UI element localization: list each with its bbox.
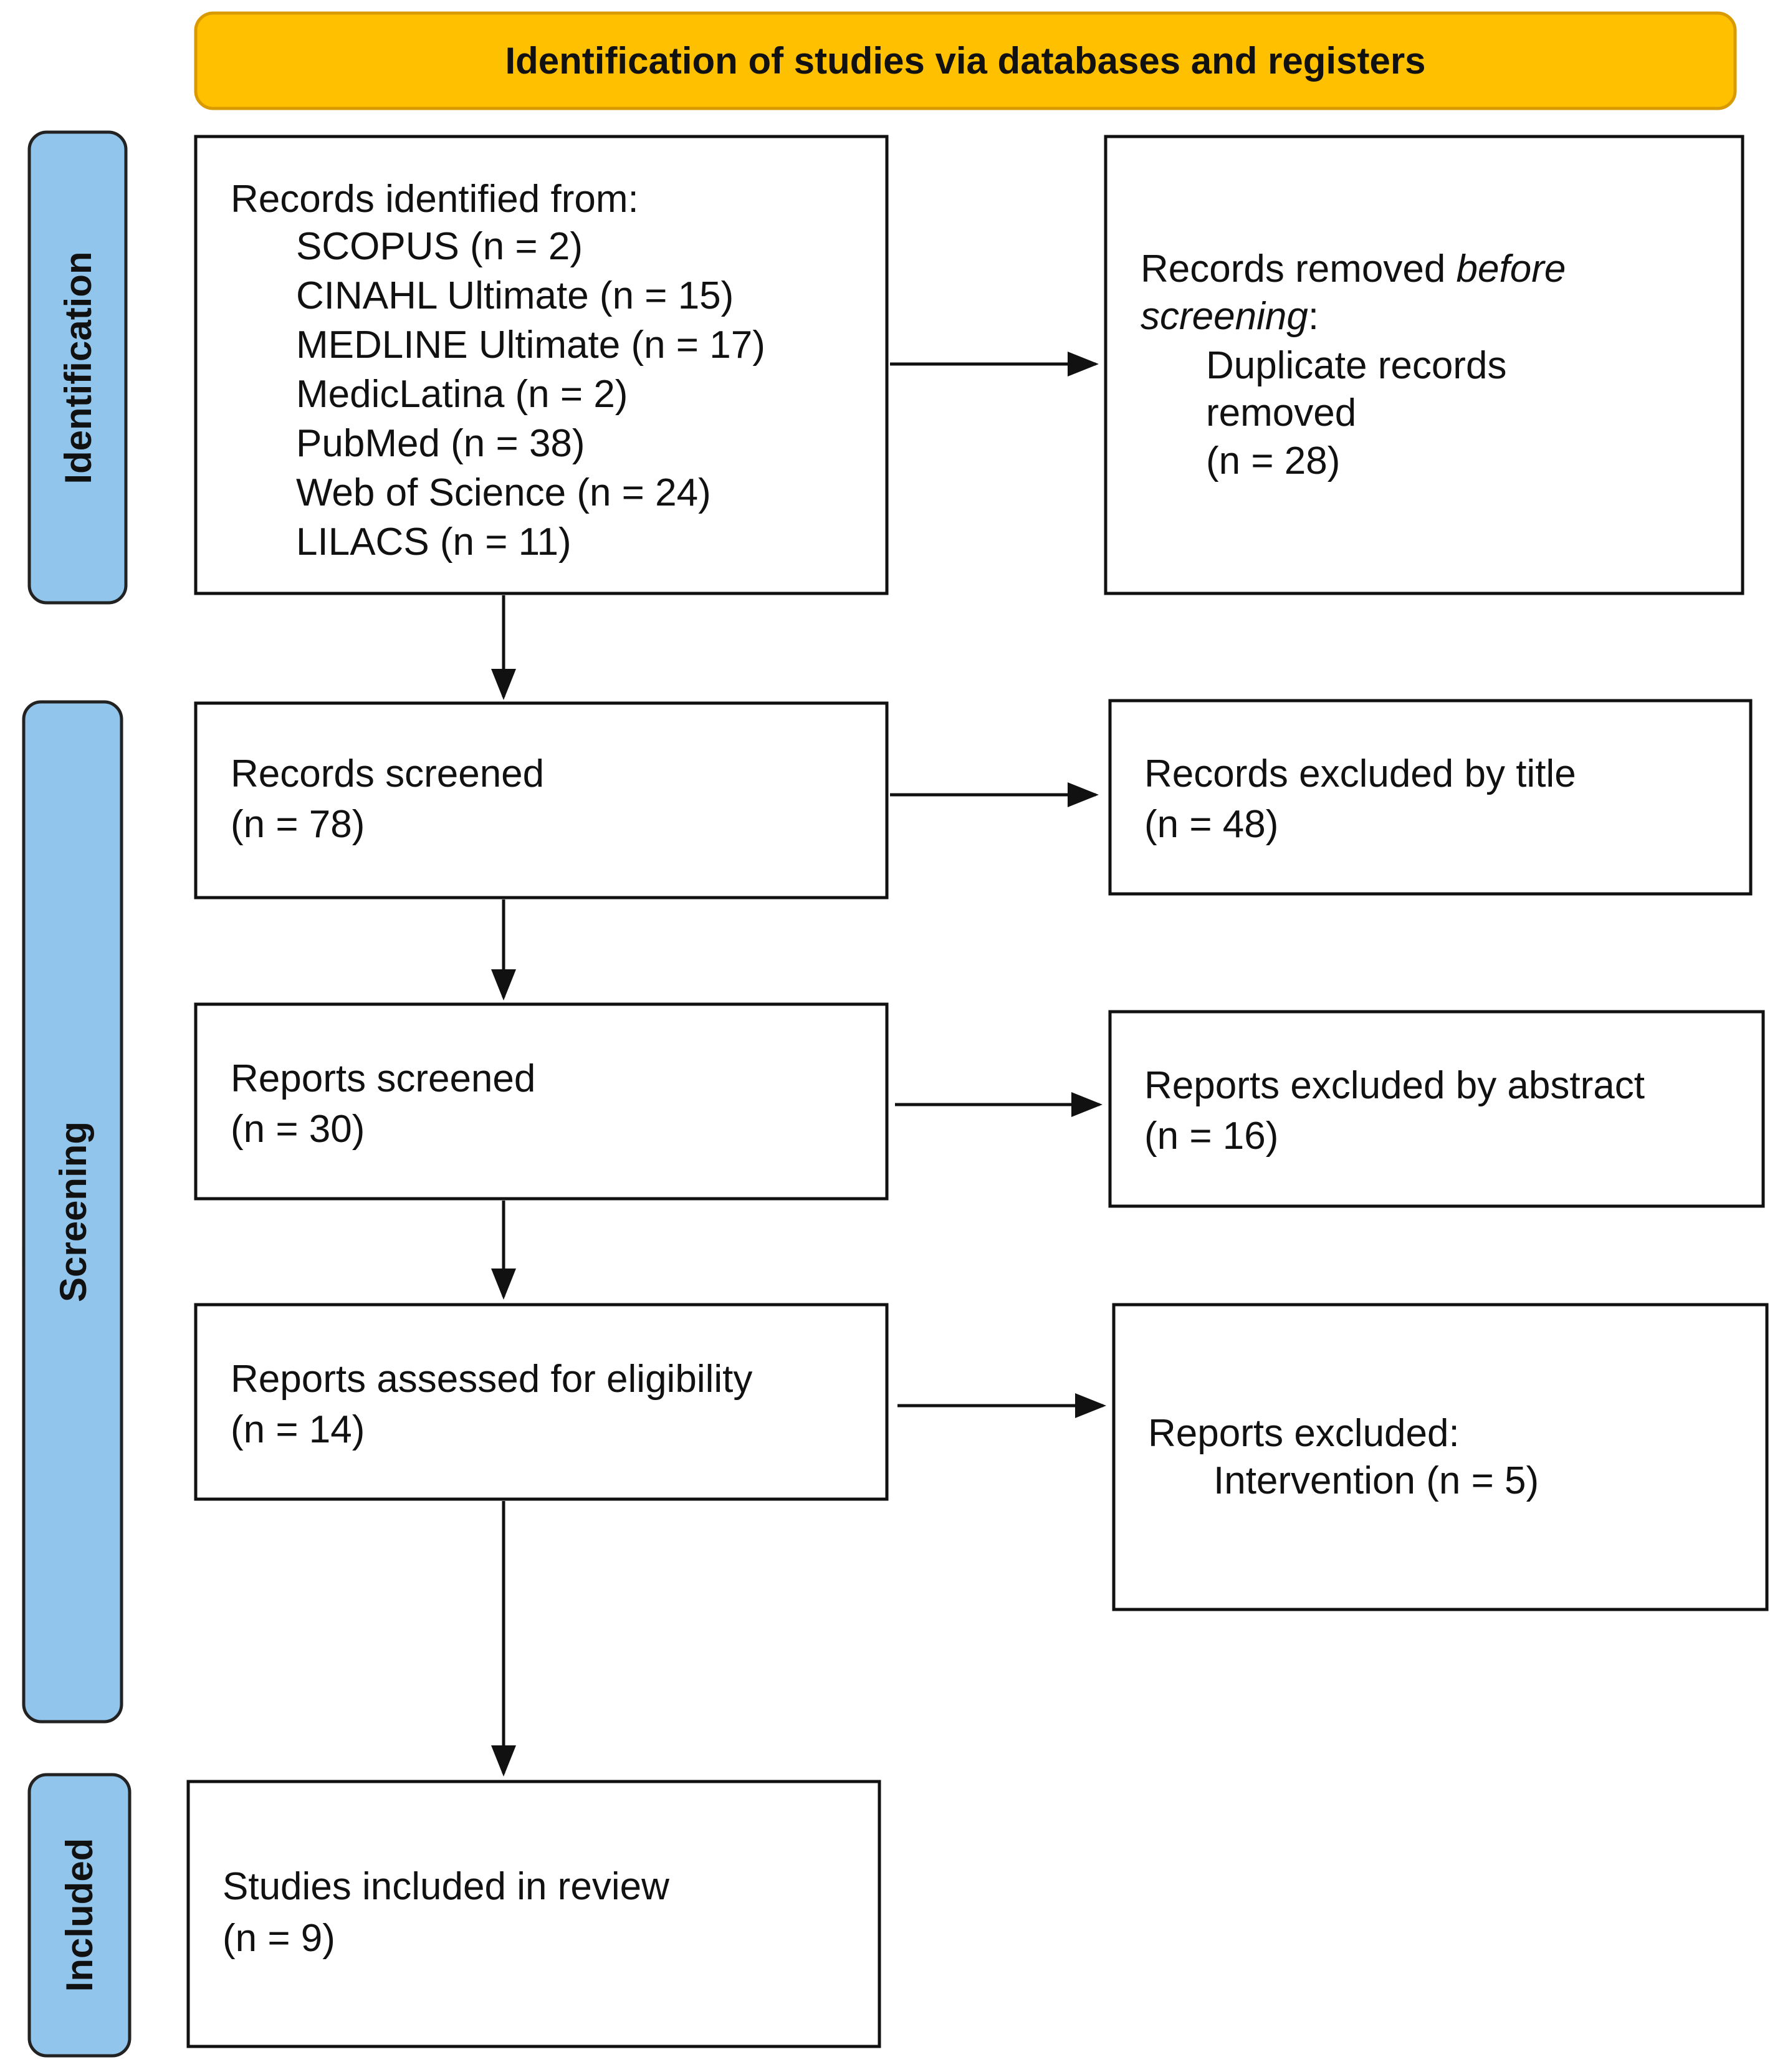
assessed-box: Reports assessed for eligibility (n = 14… xyxy=(194,1303,889,1501)
svg-text:Records screened: Records screened xyxy=(231,752,544,795)
svg-text:Reports assessed for eligibili: Reports assessed for eligibility xyxy=(231,1358,752,1401)
svg-text:(n = 30): (n = 30) xyxy=(231,1108,365,1151)
header-banner: Identification of studies via databases … xyxy=(194,11,1737,110)
svg-text:Intervention (n = 5): Intervention (n = 5) xyxy=(1213,1459,1539,1502)
source-item: LILACS (n = 11) xyxy=(296,520,572,564)
phase-included-label: Included xyxy=(59,1838,100,1992)
excluded-title-box: Records excluded by title (n = 48) xyxy=(1108,699,1753,896)
reports-excluded-box: Reports excluded: Intervention (n = 5) xyxy=(1112,1303,1769,1611)
records-removed-title: Records removed before xyxy=(1141,247,1566,290)
phase-identification: Identification xyxy=(27,130,128,605)
phase-screening-label: Screening xyxy=(52,1121,94,1302)
svg-text:Reports excluded:: Reports excluded: xyxy=(1148,1412,1460,1455)
duplicates-count: (n = 28) xyxy=(1206,439,1340,482)
source-item: MEDLINE Ultimate (n = 17) xyxy=(296,324,765,367)
svg-text:Studies included in review: Studies included in review xyxy=(222,1865,669,1908)
source-item: SCOPUS (n = 2) xyxy=(296,225,583,268)
phase-screening: Screening xyxy=(22,700,123,1724)
svg-text:Reports screened: Reports screened xyxy=(231,1057,535,1100)
included-box: Studies included in review (n = 9) xyxy=(186,1780,881,2048)
records-identified-title: Records identified from: xyxy=(231,178,639,221)
svg-text:screening:: screening: xyxy=(1141,295,1319,338)
records-identified-box: Records identified from: SCOPUS (n = 2) … xyxy=(194,135,889,595)
svg-text:Records excluded by title: Records excluded by title xyxy=(1144,752,1576,795)
svg-text:(n = 14): (n = 14) xyxy=(231,1408,365,1451)
svg-text:removed: removed xyxy=(1206,391,1356,434)
duplicates-label: Duplicate records xyxy=(1206,344,1506,387)
source-item: PubMed (n = 38) xyxy=(296,422,585,465)
source-item: MedicLatina (n = 2) xyxy=(296,373,628,416)
svg-text:(n = 9): (n = 9) xyxy=(222,1917,335,1960)
header-title: Identification of studies via databases … xyxy=(505,40,1425,82)
records-removed-box: Records removed before screening: Duplic… xyxy=(1104,135,1744,595)
excluded-abstract-box: Reports excluded by abstract (n = 16) xyxy=(1108,1010,1765,1208)
reports-screened-box: Reports screened (n = 30) xyxy=(194,1002,889,1201)
svg-text:(n = 16): (n = 16) xyxy=(1144,1115,1278,1158)
phase-included: Included xyxy=(27,1773,132,2058)
records-screened-box: Records screened (n = 78) xyxy=(194,701,889,899)
source-item: Web of Science (n = 24) xyxy=(296,471,711,514)
svg-text:(n = 78): (n = 78) xyxy=(231,803,365,846)
phase-identification-label: Identification xyxy=(57,251,99,484)
source-item: CINAHL Ultimate (n = 15) xyxy=(296,274,734,317)
svg-text:Reports excluded by abstract: Reports excluded by abstract xyxy=(1144,1064,1645,1107)
svg-text:(n = 48): (n = 48) xyxy=(1144,803,1278,846)
